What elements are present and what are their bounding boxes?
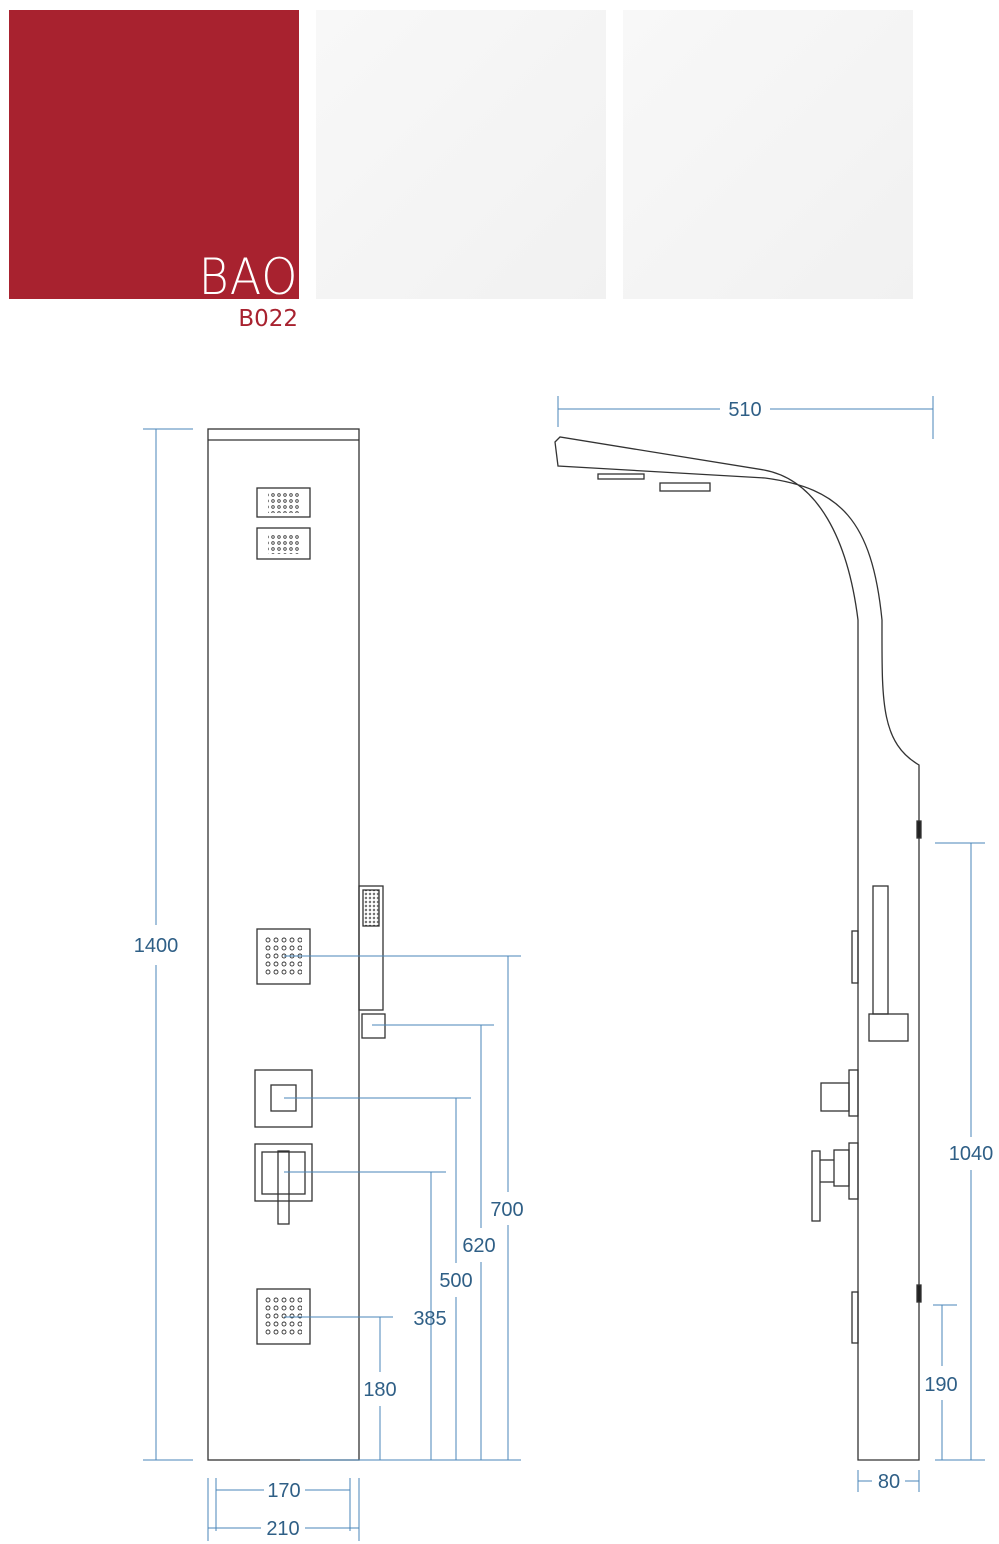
front-view bbox=[207, 428, 386, 1461]
brand-name: BAO bbox=[198, 248, 298, 306]
dim-210: 210 bbox=[266, 1518, 299, 1540]
side-profile-outline bbox=[554, 436, 920, 1461]
side-jet-lower bbox=[851, 1291, 859, 1344]
dim-510: 510 bbox=[728, 399, 761, 421]
dim-height-1400: 1400 bbox=[134, 935, 179, 957]
mixer-handle bbox=[254, 1143, 313, 1225]
hand-shower bbox=[358, 885, 386, 1039]
upper-nozzle-2 bbox=[256, 527, 311, 560]
side-jet-upper bbox=[851, 930, 859, 984]
dim-80: 80 bbox=[878, 1471, 900, 1493]
side-mixer-plate bbox=[848, 1142, 859, 1200]
dim-190: 190 bbox=[924, 1374, 957, 1396]
side-dimension-lines bbox=[557, 396, 985, 1492]
wall-bracket-lower bbox=[916, 1284, 922, 1303]
side-mixer-lever bbox=[811, 1150, 821, 1222]
dim-500: 500 bbox=[439, 1270, 472, 1292]
dim-1040: 1040 bbox=[949, 1143, 994, 1165]
color-swatch-red bbox=[9, 10, 299, 299]
side-holder bbox=[868, 1013, 909, 1042]
dim-180: 180 bbox=[363, 1379, 396, 1401]
front-dimension-labels: 1400 700 620 500 385 180 170 210 bbox=[134, 935, 524, 1540]
side-dimension-labels: 510 1040 190 80 bbox=[728, 399, 993, 1493]
side-diverter-plate bbox=[848, 1069, 859, 1117]
upper-nozzle-1 bbox=[256, 487, 311, 518]
dim-620: 620 bbox=[462, 1235, 495, 1257]
side-hand-shower bbox=[872, 885, 889, 1015]
overhead-nozzle-2 bbox=[659, 482, 711, 492]
side-diverter-knob bbox=[820, 1082, 850, 1112]
product-code: B022 bbox=[238, 306, 298, 332]
dim-700: 700 bbox=[490, 1199, 523, 1221]
color-swatch-white-2 bbox=[623, 10, 913, 299]
side-mixer-base bbox=[833, 1149, 850, 1187]
wall-bracket-upper bbox=[916, 820, 922, 839]
overhead-nozzle-1 bbox=[597, 473, 645, 480]
front-dimension-lines bbox=[143, 428, 521, 1541]
dim-170: 170 bbox=[267, 1480, 300, 1502]
dim-385: 385 bbox=[413, 1308, 446, 1330]
side-view bbox=[554, 436, 922, 1461]
color-swatch-white-1 bbox=[316, 10, 606, 299]
